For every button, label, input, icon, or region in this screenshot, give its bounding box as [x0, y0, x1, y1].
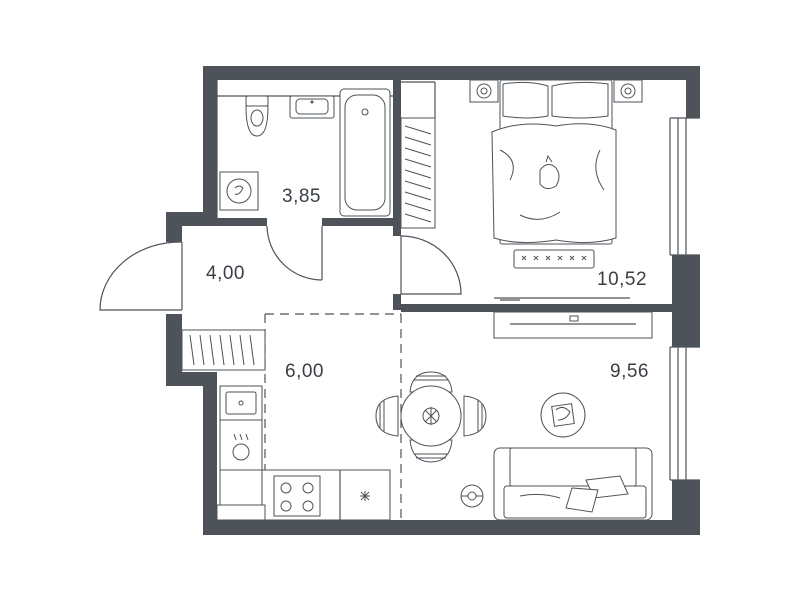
tv-stand-icon	[493, 311, 653, 339]
wall-left-upper	[203, 66, 217, 226]
chair-right-icon	[463, 395, 487, 437]
window-bedroom	[669, 117, 700, 256]
bench-icon	[513, 249, 595, 269]
cooktop-icon	[273, 475, 321, 517]
bathtub-icon	[339, 88, 391, 217]
bathroom-area-label: 3,85	[282, 186, 321, 207]
robot-vacuum-icon	[460, 484, 484, 508]
dishwasher-icon	[219, 419, 263, 471]
wall-left-stub-lower	[166, 314, 182, 386]
walls	[166, 66, 700, 535]
area-labels: 3,85 4,00 6,00 10,52 9,56	[206, 186, 649, 382]
wall-bedroom-left	[393, 226, 401, 236]
sofa-icon	[493, 447, 653, 521]
kitchen-sink-icon	[219, 385, 263, 421]
flower-vase-icon	[422, 407, 440, 425]
zone-dividers	[264, 313, 402, 520]
wall-bedroom-left-lower	[393, 294, 401, 310]
window-living-room	[669, 346, 700, 481]
chair-top-icon	[409, 371, 453, 393]
wall-bath-right	[393, 80, 401, 226]
hallway-area-label: 4,00	[206, 263, 245, 284]
wall-right-middle	[672, 255, 700, 347]
wall-bedroom-bottom	[401, 304, 681, 312]
nightstand-right-icon	[613, 79, 643, 103]
dining-set	[375, 371, 487, 463]
bedroom-door	[400, 235, 462, 295]
cabinet-bottom-left	[216, 504, 266, 521]
washing-machine-icon	[219, 171, 259, 211]
rug-icon	[540, 392, 586, 438]
wall-left-stub-upper	[166, 212, 182, 242]
wall-bath-bottom-left	[217, 218, 267, 226]
living-room-furniture	[460, 311, 653, 521]
bathroom-fixtures	[219, 88, 391, 217]
windows	[669, 117, 700, 481]
wall-top	[203, 66, 700, 80]
wall-right-top	[686, 66, 700, 118]
bedroom-furniture	[469, 79, 643, 301]
doors	[99, 225, 462, 311]
living-room-area-label: 9,56	[610, 361, 649, 382]
hallway-wardrobe	[181, 329, 266, 371]
chair-left-icon	[375, 395, 399, 437]
kitchen-area-label: 6,00	[285, 361, 324, 382]
toilet-icon	[245, 95, 269, 137]
cat-icon	[539, 154, 560, 190]
bedroom-wardrobe	[400, 81, 436, 229]
wall-bottom	[203, 520, 700, 535]
chair-bottom-icon	[409, 439, 453, 463]
sparkle-icon	[360, 491, 370, 501]
bedroom-area-label: 10,52	[597, 269, 647, 290]
sink-icon	[289, 95, 335, 119]
bed-icon	[491, 79, 617, 245]
wall-left-lower	[203, 372, 217, 535]
entrance-door	[99, 241, 183, 311]
bathroom-door	[266, 225, 323, 281]
kitchen-fixtures	[216, 385, 391, 521]
wall-bath-bottom-right	[322, 218, 395, 226]
nightstand-left-icon	[469, 79, 499, 103]
